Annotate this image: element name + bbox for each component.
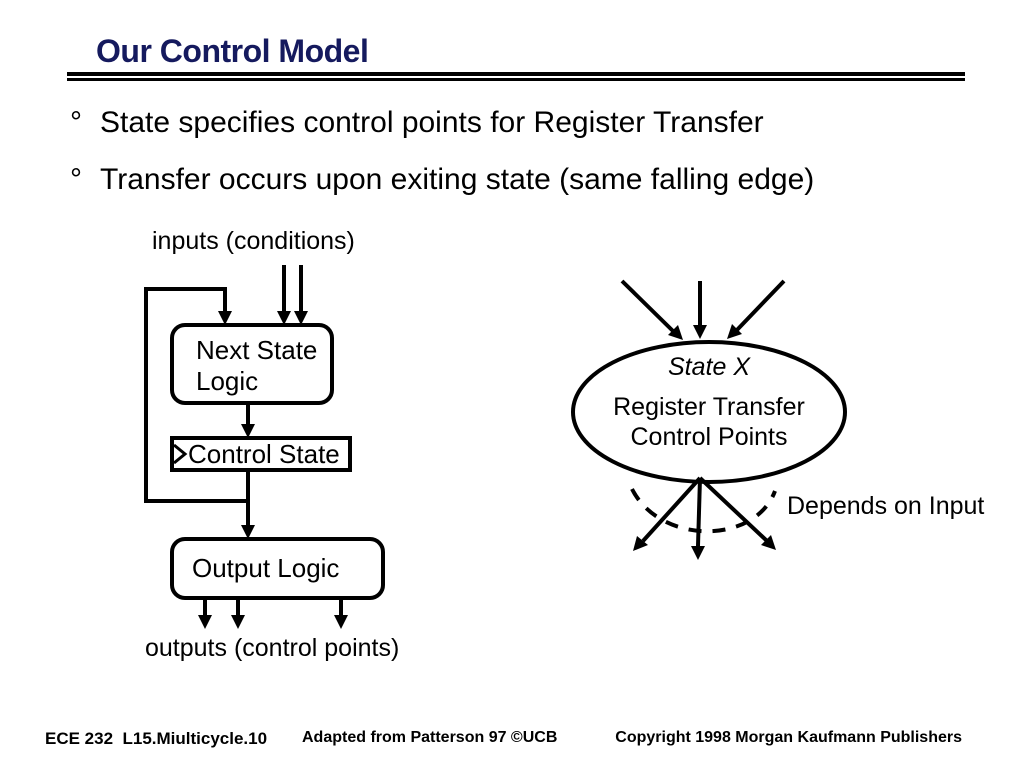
output-arrow-2-head — [231, 615, 245, 629]
state-out-arrow-left-head — [633, 536, 648, 551]
state-name-label: State X — [668, 353, 750, 381]
state-in-arrow-right — [734, 279, 786, 333]
state-in-arrow-left — [620, 279, 676, 334]
state-body-line2: Control Points — [630, 423, 788, 451]
bullet-2-marker: ° — [70, 163, 82, 196]
bullet-1-marker: ° — [70, 106, 82, 139]
state-body-line1: Register Transfer — [613, 393, 805, 421]
choice-arc-dashed — [630, 488, 777, 534]
state-in-arrow-right-head — [727, 324, 742, 339]
bullet-1-text: State specifies control points for Regis… — [100, 106, 764, 139]
footer-attribution: Adapted from Patterson 97 ©UCB — [302, 729, 558, 746]
output-arrow-1-head — [198, 615, 212, 629]
output-logic-box — [170, 537, 385, 600]
clock-input-icon — [173, 443, 188, 465]
control-state-box — [170, 436, 352, 472]
footer-copyright: Copyright 1998 Morgan Kaufmann Publisher… — [615, 729, 962, 746]
state-out-arrow-right-head — [761, 535, 776, 550]
bullet-2-text: Transfer occurs upon exiting state (same… — [100, 163, 815, 196]
next-state-logic-box — [170, 323, 334, 405]
page-title: Our Control Model — [96, 33, 369, 69]
depends-on-input-label: Depends on Input — [787, 492, 985, 520]
state-ellipse — [571, 340, 847, 484]
state-body-label: Register Transfer Control Points — [573, 392, 845, 452]
outputs-label: outputs (control points) — [145, 634, 400, 662]
footer-course-id: ECE 232 L15.Miulticycle.10 — [45, 729, 268, 748]
input-arrow-2-head — [294, 311, 308, 325]
feedback-loop-wire — [144, 287, 248, 503]
control-state-label: Control State — [188, 439, 340, 469]
title-underline-thick — [67, 72, 965, 76]
next-state-logic-label-line2: Logic — [196, 366, 259, 396]
bullet-1: ° State specifies control points for Reg… — [70, 106, 764, 140]
output-arrow-3-head — [334, 615, 348, 629]
nsl-to-cs-head — [241, 424, 255, 438]
input-arrow-1-head — [277, 311, 291, 325]
state-in-arrow-mid-head — [693, 325, 707, 339]
next-state-logic-label: Next State Logic — [196, 335, 317, 397]
output-logic-label: Output Logic — [192, 553, 340, 583]
inputs-label: inputs (conditions) — [152, 227, 355, 255]
state-in-arrow-left-head — [668, 325, 683, 340]
title-underline-thin — [67, 78, 965, 81]
feedback-arrow-head — [218, 311, 232, 325]
state-out-arrow-mid-head — [691, 546, 705, 560]
cs-to-ol-head — [241, 525, 255, 539]
state-out-arrow-mid — [696, 477, 702, 547]
next-state-logic-label-line1: Next State — [196, 335, 318, 365]
bullet-2: ° Transfer occurs upon exiting state (sa… — [70, 163, 814, 197]
state-out-arrow-left — [641, 476, 702, 543]
state-out-arrow-right — [698, 476, 769, 543]
